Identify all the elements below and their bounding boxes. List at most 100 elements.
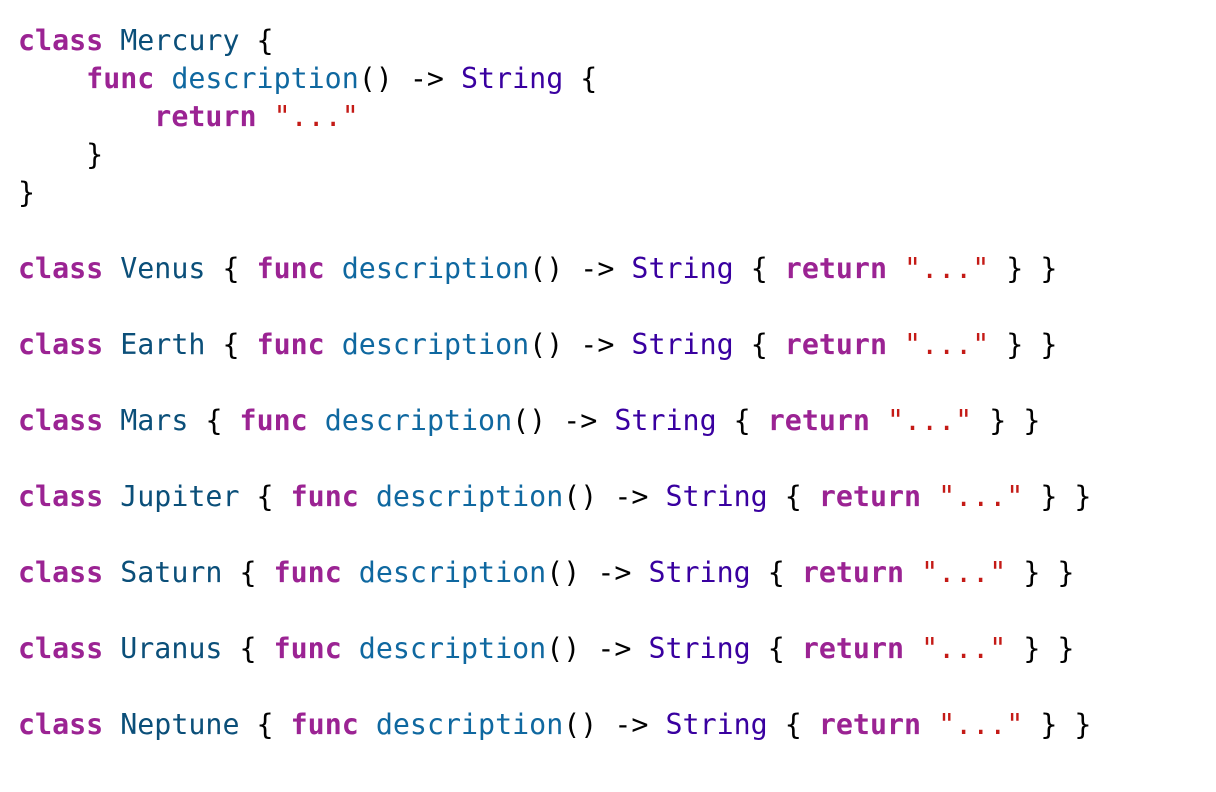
class-keyword: class (18, 632, 104, 665)
code-line-class: class Earth { func description() -> Stri… (18, 326, 1216, 364)
code-line-func-decl: func description() -> String { (18, 60, 1216, 98)
class-name: Mars (120, 404, 189, 437)
arrow: -> (614, 708, 649, 741)
method-name: description (341, 252, 530, 285)
code-line-close-class: } (18, 174, 1216, 212)
open-brace: { (580, 62, 598, 95)
method-name: description (324, 404, 513, 437)
string-literal: "..." (904, 328, 990, 361)
parens: () (512, 404, 547, 437)
func-keyword: func (290, 708, 359, 741)
func-keyword: func (290, 480, 359, 513)
code-line-class: class Mars { func description() -> Strin… (18, 402, 1216, 440)
open-brace: { (239, 556, 257, 589)
return-type: String (665, 708, 768, 741)
parens: () (546, 632, 581, 665)
parens: () (546, 556, 581, 589)
string-literal: "..." (938, 480, 1024, 513)
return-keyword: return (154, 100, 257, 133)
class-keyword: class (18, 708, 104, 741)
class-keyword: class (18, 556, 104, 589)
close-braces: } } (989, 404, 1041, 437)
return-keyword: return (818, 708, 922, 741)
code-line-close-func: } (18, 136, 1216, 174)
string-literal: "..." (921, 632, 1007, 665)
method-name: description (375, 480, 564, 513)
code-line-blank (18, 288, 1216, 326)
open-brace: { (239, 632, 257, 665)
arrow: -> (597, 556, 632, 589)
arrow: -> (597, 632, 632, 665)
return-type: String (665, 480, 768, 513)
code-line-class: class Uranus { func description() -> Str… (18, 630, 1216, 668)
open-brace: { (256, 480, 274, 513)
return-type: String (461, 62, 564, 95)
parens: () (529, 328, 564, 361)
open-brace: { (222, 252, 240, 285)
arrow: -> (580, 252, 615, 285)
arrow: -> (580, 328, 615, 361)
func-keyword: func (273, 556, 342, 589)
func-keyword: func (256, 328, 325, 361)
class-name: Mercury (120, 24, 240, 57)
return-type: String (631, 328, 734, 361)
code-line-class: class Neptune { func description() -> St… (18, 706, 1216, 744)
code-line-class: class Venus { func description() -> Stri… (18, 250, 1216, 288)
arrow: -> (614, 480, 649, 513)
method-name: description (341, 328, 530, 361)
class-name: Jupiter (120, 480, 240, 513)
open-brace: { (256, 708, 274, 741)
string-literal: "..." (273, 100, 359, 133)
return-keyword: return (784, 328, 887, 361)
open-brace: { (767, 556, 785, 589)
code-line-blank (18, 516, 1216, 554)
open-brace: { (222, 328, 240, 361)
code-line-blank (18, 212, 1216, 250)
open-brace: { (750, 252, 768, 285)
return-keyword: return (767, 404, 870, 437)
string-literal: "..." (921, 556, 1007, 589)
func-keyword: func (256, 252, 325, 285)
parens: () (563, 480, 598, 513)
method-name: description (375, 708, 564, 741)
open-brace: { (767, 632, 785, 665)
func-keyword: func (273, 632, 342, 665)
open-brace: { (733, 404, 751, 437)
close-braces: } } (1040, 708, 1092, 741)
class-keyword: class (18, 404, 104, 437)
code-line-class-decl: class Mercury { (18, 22, 1216, 60)
return-keyword: return (801, 632, 905, 665)
close-braces: } } (1006, 252, 1058, 285)
class-keyword: class (18, 252, 104, 285)
parens: () (358, 62, 393, 95)
arrow: -> (409, 62, 444, 95)
code-line-class: class Jupiter { func description() -> St… (18, 478, 1216, 516)
close-brace: } (18, 176, 36, 209)
close-braces: } } (1023, 556, 1075, 589)
return-keyword: return (818, 480, 922, 513)
func-keyword: func (86, 62, 155, 95)
open-brace: { (205, 404, 223, 437)
code-line-blank (18, 592, 1216, 630)
func-keyword: func (239, 404, 308, 437)
method-name: description (171, 62, 359, 95)
string-literal: "..." (887, 404, 973, 437)
open-brace: { (784, 708, 802, 741)
compact-class-list: class Venus { func description() -> Stri… (18, 250, 1216, 744)
string-literal: "..." (904, 252, 990, 285)
return-type: String (648, 556, 751, 589)
open-brace: { (750, 328, 768, 361)
class-name: Earth (120, 328, 206, 361)
code-line-blank (18, 364, 1216, 402)
class-keyword: class (18, 24, 104, 57)
close-braces: } } (1023, 632, 1075, 665)
parens: () (563, 708, 598, 741)
open-brace: { (784, 480, 802, 513)
method-name: description (358, 556, 547, 589)
return-type: String (614, 404, 717, 437)
code-line-return: return "..." (18, 98, 1216, 136)
code-line-class: class Saturn { func description() -> Str… (18, 554, 1216, 592)
parens: () (529, 252, 564, 285)
close-braces: } } (1040, 480, 1092, 513)
